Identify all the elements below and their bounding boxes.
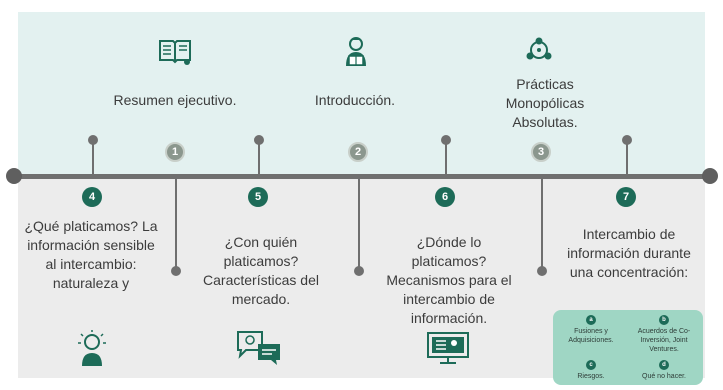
step-badge-2: 2	[348, 142, 368, 162]
step-badge-1: 1	[165, 142, 185, 162]
connector-line	[445, 140, 447, 176]
connector-line	[541, 176, 543, 272]
concentration-label-d: Qué no hacer.	[642, 373, 686, 380]
concentration-label-c: Riesgos.	[577, 373, 605, 380]
connector-line	[175, 176, 177, 272]
concentration-item-a: a Fusiones y Adquisiciones.	[557, 315, 625, 345]
lightbulb-person-icon	[78, 330, 106, 366]
connector-line	[258, 140, 260, 176]
concentration-item-b: b Acuerdos de Co-Inversión, Joint Ventur…	[629, 315, 699, 354]
step-label-1: Resumen ejecutivo.	[113, 92, 237, 108]
timeline-axis	[12, 174, 712, 179]
step-label-7: Intercambio de información durante una c…	[567, 226, 691, 280]
timeline-end-cap	[702, 168, 718, 184]
book-icon	[159, 40, 191, 65]
connector-dot	[537, 266, 547, 276]
step-badge-4: 4	[82, 187, 102, 207]
concentration-badge-c: c	[586, 360, 596, 370]
concentration-badge-d: d	[659, 360, 669, 370]
network-people-icon	[526, 37, 552, 60]
connector-dot	[88, 135, 98, 145]
concentration-label-a: Fusiones y Adquisiciones.	[568, 328, 614, 344]
connector-line	[92, 140, 94, 176]
concentration-badge-b: b	[659, 315, 669, 325]
connector-line	[358, 176, 360, 272]
concentration-item-d: d Qué no hacer.	[629, 360, 699, 381]
step-badge-5: 5	[248, 187, 268, 207]
step-label-5: ¿Con quién platicamos? Características d…	[203, 234, 319, 307]
connector-dot	[171, 266, 181, 276]
connector-dot	[254, 135, 264, 145]
connector-line	[626, 140, 628, 176]
concentration-badge-a: a	[586, 315, 596, 325]
concentration-item-c: c Riesgos.	[557, 360, 625, 381]
step-label-6: ¿Dónde lo platicamos? Mecanismos para el…	[386, 234, 512, 326]
connector-dot	[441, 135, 451, 145]
timeline-start-cap	[6, 168, 22, 184]
concentration-label-b: Acuerdos de Co-Inversión, Joint Ventures…	[637, 328, 691, 353]
reader-icon	[346, 37, 366, 66]
step-badge-3: 3	[531, 142, 551, 162]
chat-idea-icon	[237, 331, 280, 365]
presentation-icon	[427, 332, 469, 364]
step-badge-7: 7	[616, 187, 636, 207]
connector-dot	[622, 135, 632, 145]
concentration-box: a Fusiones y Adquisiciones. b Acuerdos d…	[553, 310, 703, 385]
step-label-2: Introducción.	[314, 92, 396, 108]
step-label-4: ¿Qué platicamos? La información sensible…	[24, 218, 158, 291]
step-label-3: Prácticas Monopólicas Absolutas.	[505, 76, 585, 130]
step-badge-6: 6	[435, 187, 455, 207]
connector-dot	[354, 266, 364, 276]
